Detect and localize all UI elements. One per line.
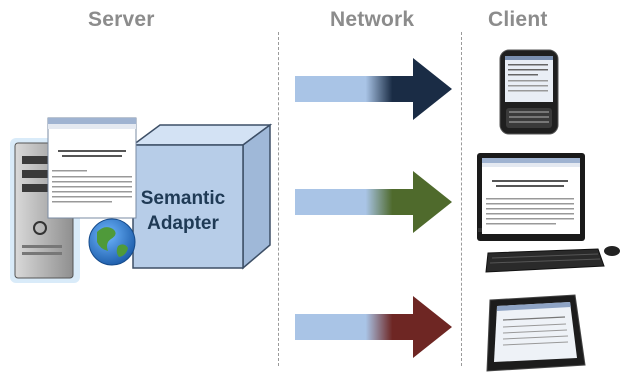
desktop-monitor-icon (477, 153, 585, 241)
arrow-to-smartphone (295, 58, 452, 120)
client-column-title: Client (488, 8, 548, 31)
semantic-adapter-box (130, 123, 273, 270)
network-column-title: Network (330, 8, 415, 31)
network-client-divider (461, 32, 462, 366)
smartphone-icon (499, 49, 559, 135)
globe-icon (88, 218, 136, 266)
arrow-to-tablet (295, 296, 452, 358)
semantic-adapter-label: Semantic Adapter (133, 186, 233, 236)
arrow-to-desktop (295, 171, 452, 233)
document-window-icon (47, 117, 137, 219)
adapter-label-line1: Semantic (140, 188, 226, 209)
tablet-icon (486, 294, 586, 372)
mouse-icon (604, 246, 620, 256)
server-column-title: Server (88, 8, 155, 31)
keyboard-icon (485, 248, 605, 273)
adapter-label-line2: Adapter (147, 213, 219, 234)
server-network-divider (278, 32, 279, 366)
